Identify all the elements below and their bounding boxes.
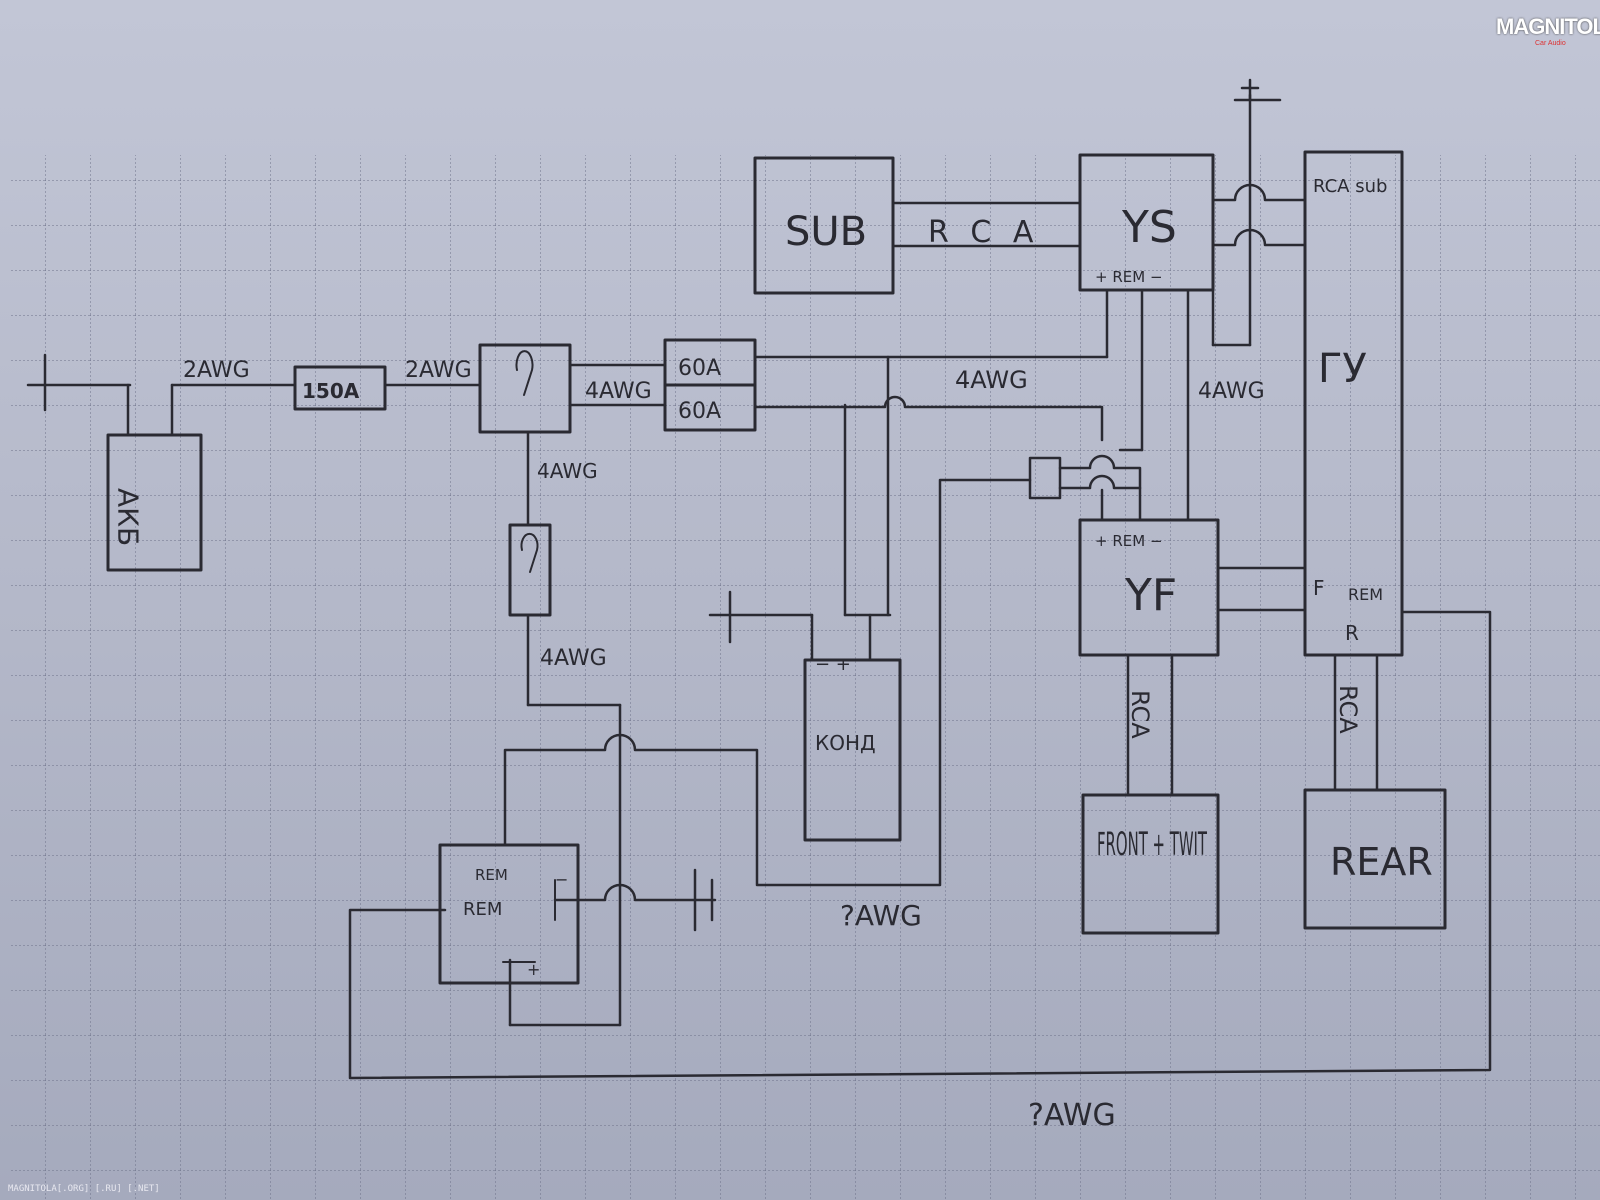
awg-label: 4AWG [537,459,598,483]
fuse-60a-bottom-label: 60A [678,399,721,424]
fuse-150a-label: 150A [302,379,360,403]
fuse-glyph-icon [520,532,539,573]
cap-label: КОНД [815,731,876,755]
awg-label: ?AWG [840,899,922,932]
battery-box [106,433,203,572]
ys-amp-box [1078,153,1215,292]
relay-rem-top-label: REM [475,866,508,884]
sub-box [753,156,895,295]
distribution-block [478,343,572,434]
gu-rca-sub-label: RCA sub [1313,176,1387,197]
rca-rear-label: RCA [1334,685,1362,734]
cap-box [803,658,902,842]
rear-label: REAR [1330,840,1433,884]
rca-label: R C A [928,215,1039,250]
magnitola-logo: MAGNITOLA [1496,14,1600,39]
ys-terminals: + REM − [1095,268,1163,286]
fuse-glyph-icon [515,350,534,396]
gu-head-unit-box [1303,150,1404,657]
yf-terminals: + REM − [1095,532,1163,550]
awg-label: 4AWG [540,646,607,671]
relay-rem-label: REM [463,899,502,920]
yf-amp-box [1078,518,1220,657]
awg-label: 4AWG [955,366,1028,394]
awg-label: ?AWG [1028,1098,1116,1133]
logo-subtitle: Car Audio [1535,40,1566,47]
awg-label: 4AWG [1198,379,1265,404]
gu-rem-label: REM [1348,585,1383,604]
awg-label: 2AWG [405,358,472,383]
fuse-60a-top-label: 60A [678,356,721,381]
sub-label: SUB [785,209,867,255]
front-box [1081,793,1220,935]
rca-front-label: RCA [1126,690,1154,739]
battery-label: АКБ [112,488,145,546]
gu-label: ГУ [1318,346,1367,392]
awg-label: 2AWG [183,358,250,383]
yf-label: YF [1124,570,1177,621]
relay-box [438,843,580,985]
relay-minus-label: − [555,870,568,889]
ys-label: YS [1121,202,1177,253]
fuse-150a-box [293,365,387,411]
front-label: FRONT + TWIT [1097,825,1207,863]
inline-fuse [508,523,552,617]
relay-plus-label: + [527,960,540,979]
rear-box [1303,788,1447,930]
gu-f-label: F [1313,576,1325,600]
gu-r-label: R [1345,621,1359,645]
wires [26,78,1492,1080]
awg-label: 4AWG [585,379,652,404]
footer-watermark: MAGNITOLA[.ORG] [.RU] [.NET] [8,1184,160,1194]
cap-terminals: − + [815,654,851,675]
